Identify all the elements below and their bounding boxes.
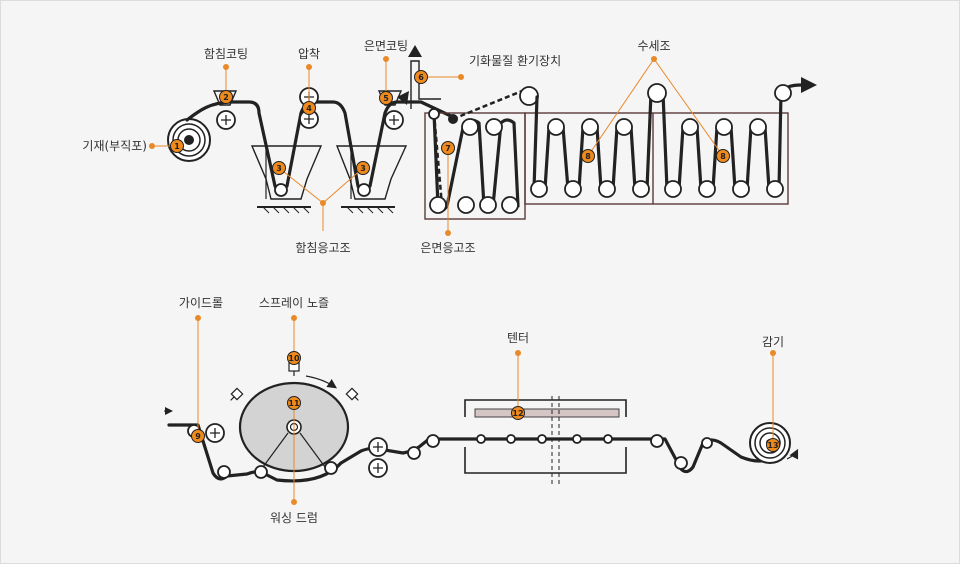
badge-11: 11 xyxy=(287,396,301,410)
bottom-leaders xyxy=(195,315,776,505)
gas-vent xyxy=(397,45,441,109)
svg-text:3: 3 xyxy=(360,164,366,173)
badge-10: 10 xyxy=(287,351,301,365)
svg-text:8: 8 xyxy=(720,152,726,161)
badge-9: 9 xyxy=(191,429,205,443)
badge-5: 5 xyxy=(379,91,393,105)
svg-text:7: 7 xyxy=(445,144,451,153)
label-winding: 감기 xyxy=(762,335,784,349)
svg-text:10: 10 xyxy=(288,354,300,363)
label-substrate: 기재(부직포) xyxy=(82,139,147,153)
svg-text:4: 4 xyxy=(306,104,312,113)
badge-12: 12 xyxy=(511,406,525,420)
badge-13: 13 xyxy=(766,438,780,452)
svg-text:13: 13 xyxy=(767,441,778,450)
label-impregnation-coating: 함침코팅 xyxy=(204,47,248,61)
svg-text:5: 5 xyxy=(383,94,389,103)
label-impregnation-coag: 함침응고조 xyxy=(295,241,350,255)
svg-text:3: 3 xyxy=(276,164,282,173)
label-washing-drum: 워싱 드럼 xyxy=(270,511,318,525)
svg-text:2: 2 xyxy=(223,93,229,102)
badge-3a: 3 xyxy=(272,161,286,175)
label-silver-coating: 은면코팅 xyxy=(364,39,408,53)
label-press: 압착 xyxy=(298,47,320,61)
svg-text:8: 8 xyxy=(585,152,591,161)
label-spray-nozzle: 스프레이 노즐 xyxy=(259,296,329,310)
badge-8b: 8 xyxy=(716,149,730,163)
badge-4: 4 xyxy=(302,101,316,115)
badge-1: 1 xyxy=(170,139,184,153)
badge-2: 2 xyxy=(219,90,233,104)
svg-text:9: 9 xyxy=(195,432,201,441)
svg-text:6: 6 xyxy=(418,73,424,82)
label-guide-roll: 가이드롤 xyxy=(179,296,223,310)
badge-8a: 8 xyxy=(581,149,595,163)
svg-text:1: 1 xyxy=(174,142,180,151)
label-washing: 수세조 xyxy=(637,39,670,53)
svg-text:11: 11 xyxy=(288,399,300,408)
svg-text:12: 12 xyxy=(512,409,523,418)
washing-tanks xyxy=(519,77,817,205)
badge-3b: 3 xyxy=(356,161,370,175)
label-silver-coag: 은면응고조 xyxy=(420,241,475,255)
badge-7: 7 xyxy=(441,141,455,155)
label-gas-vent: 기화물질 환기장치 xyxy=(469,54,561,68)
label-tenter: 텐터 xyxy=(507,331,529,345)
tenter xyxy=(464,396,627,485)
badge-6: 6 xyxy=(414,70,428,84)
